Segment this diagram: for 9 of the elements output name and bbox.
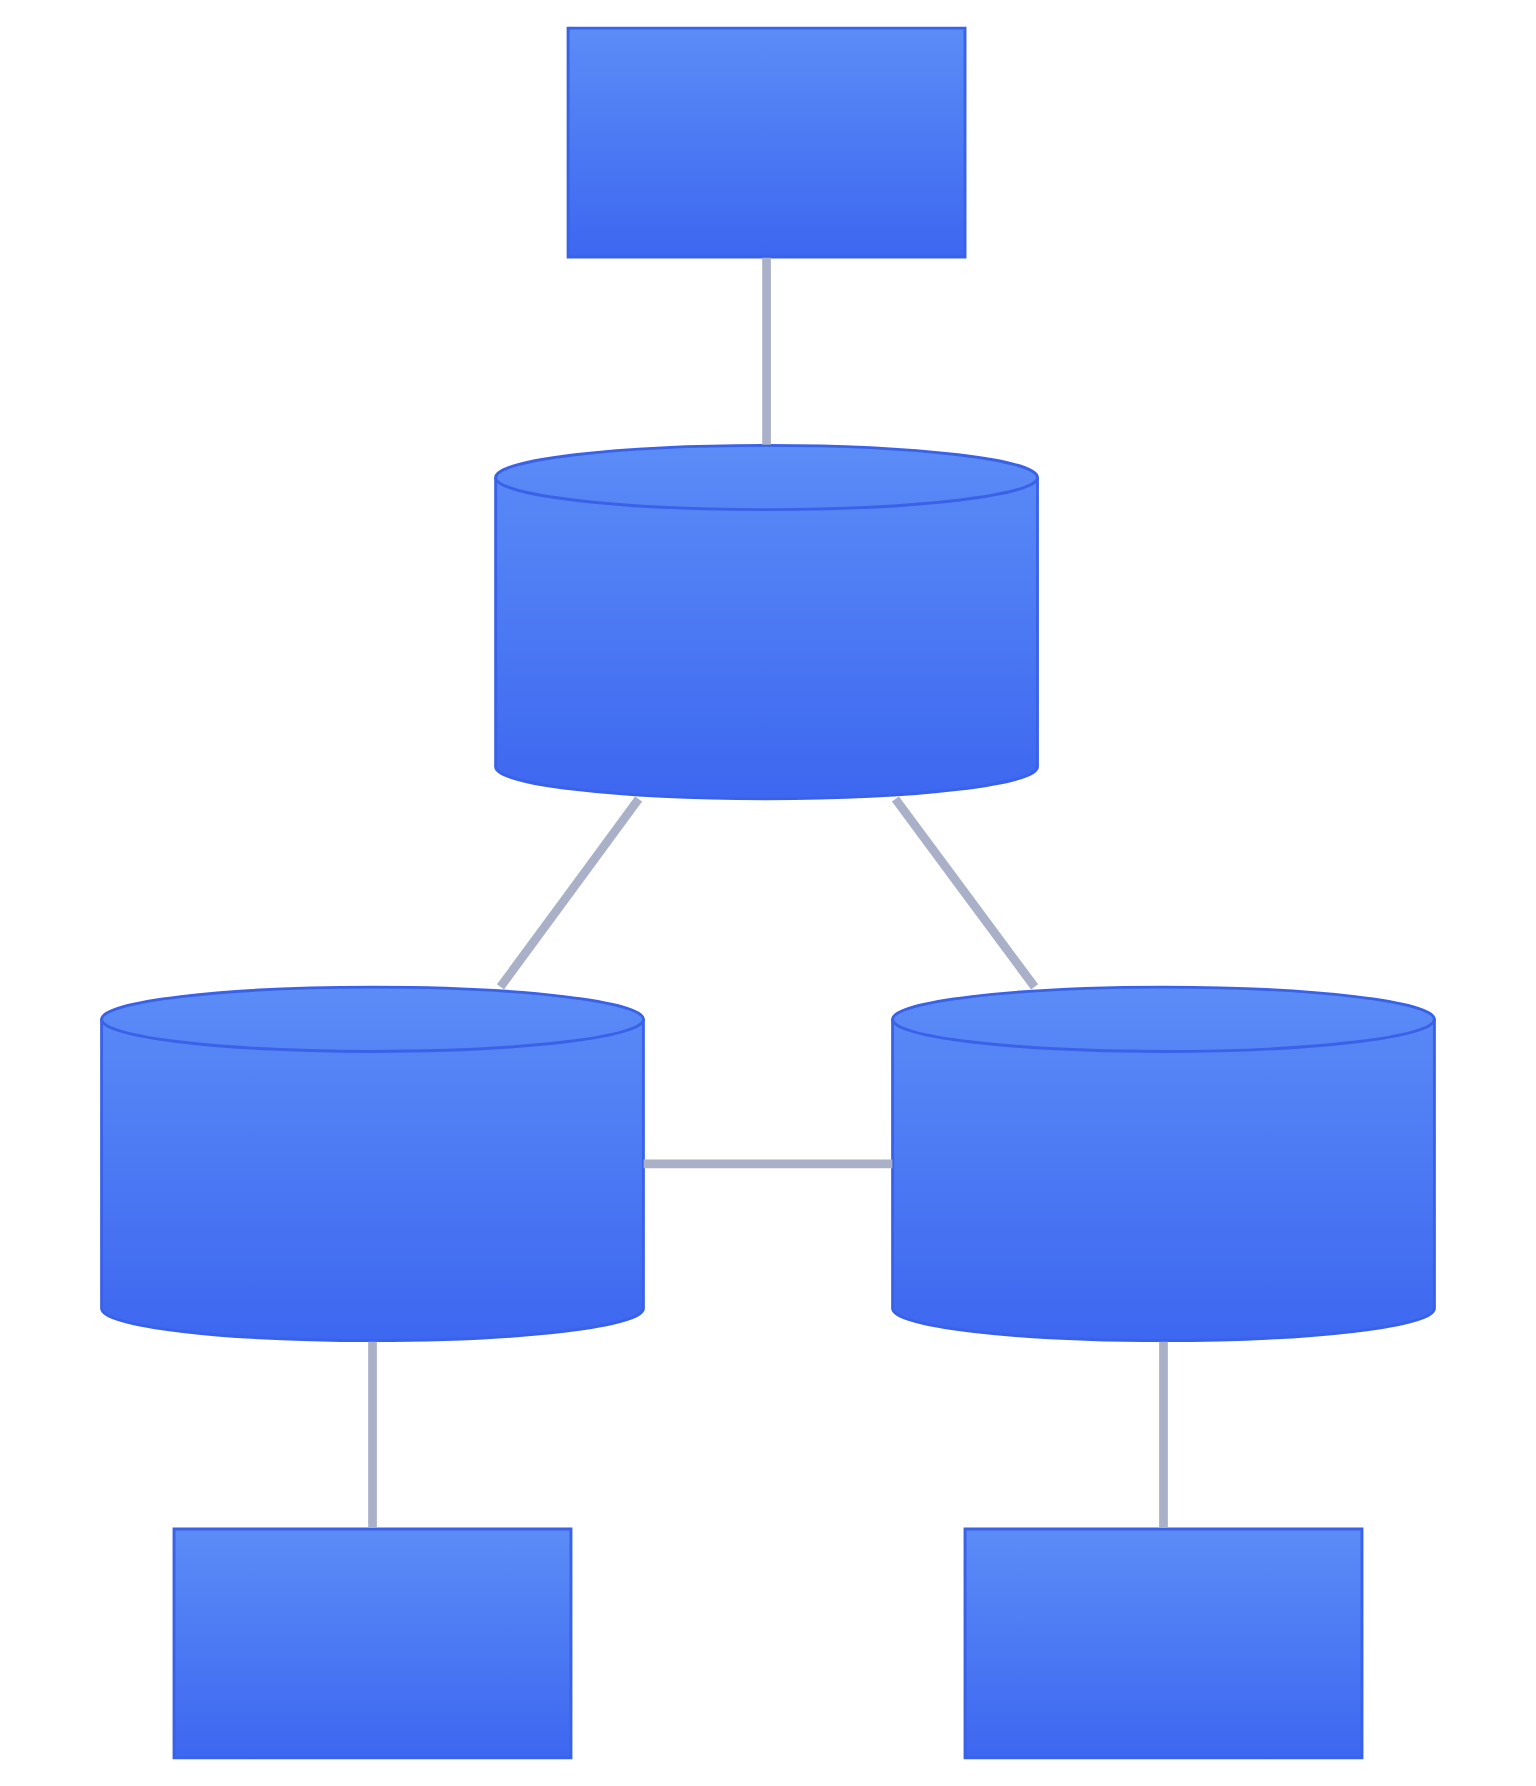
connector (368, 1341, 377, 1528)
node-box (566, 26, 967, 259)
connector (497, 796, 643, 990)
node-box (172, 1527, 573, 1760)
connector (1159, 1341, 1168, 1528)
connector (891, 796, 1039, 990)
connector (643, 1159, 893, 1169)
node-box (963, 1527, 1364, 1760)
connector (762, 257, 771, 445)
